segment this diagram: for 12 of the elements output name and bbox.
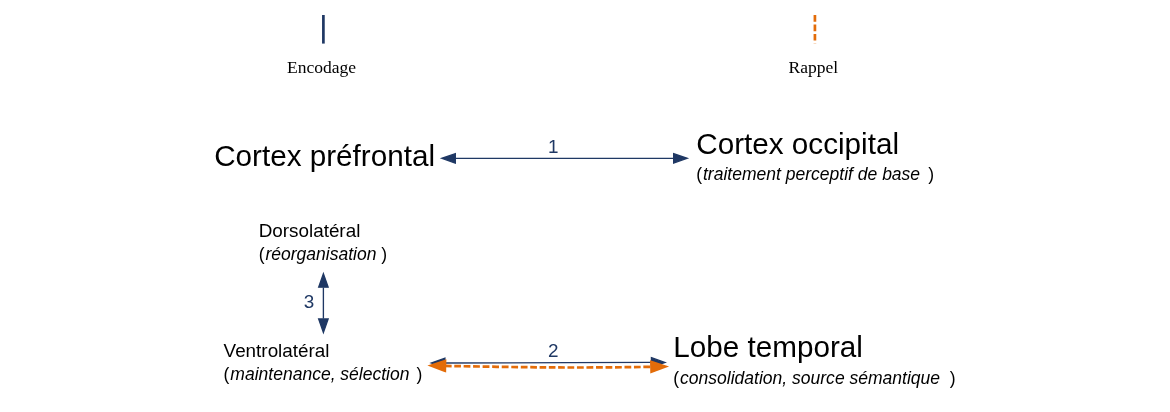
node-text: Cortex occipital (traitement perceptif de base) (696, 126, 935, 185)
arrow (317, 271, 330, 335)
node-text: Ventrolatéral (maintenance, sélection) (223, 339, 423, 385)
node-text: Dorsolatéral (réorganisation) (258, 219, 388, 265)
arrow (439, 152, 690, 165)
node-text: Lobe temporal (consolidation, source sémantique) (673, 330, 956, 389)
edge-label: 2 (547, 339, 559, 361)
edge-label: 1 (547, 136, 559, 158)
legend-label: Encodage (286, 56, 357, 77)
edge-label: 3 (303, 291, 315, 313)
node-text: Cortex préfrontal (214, 138, 436, 172)
legend-label: Rappel (788, 56, 839, 77)
